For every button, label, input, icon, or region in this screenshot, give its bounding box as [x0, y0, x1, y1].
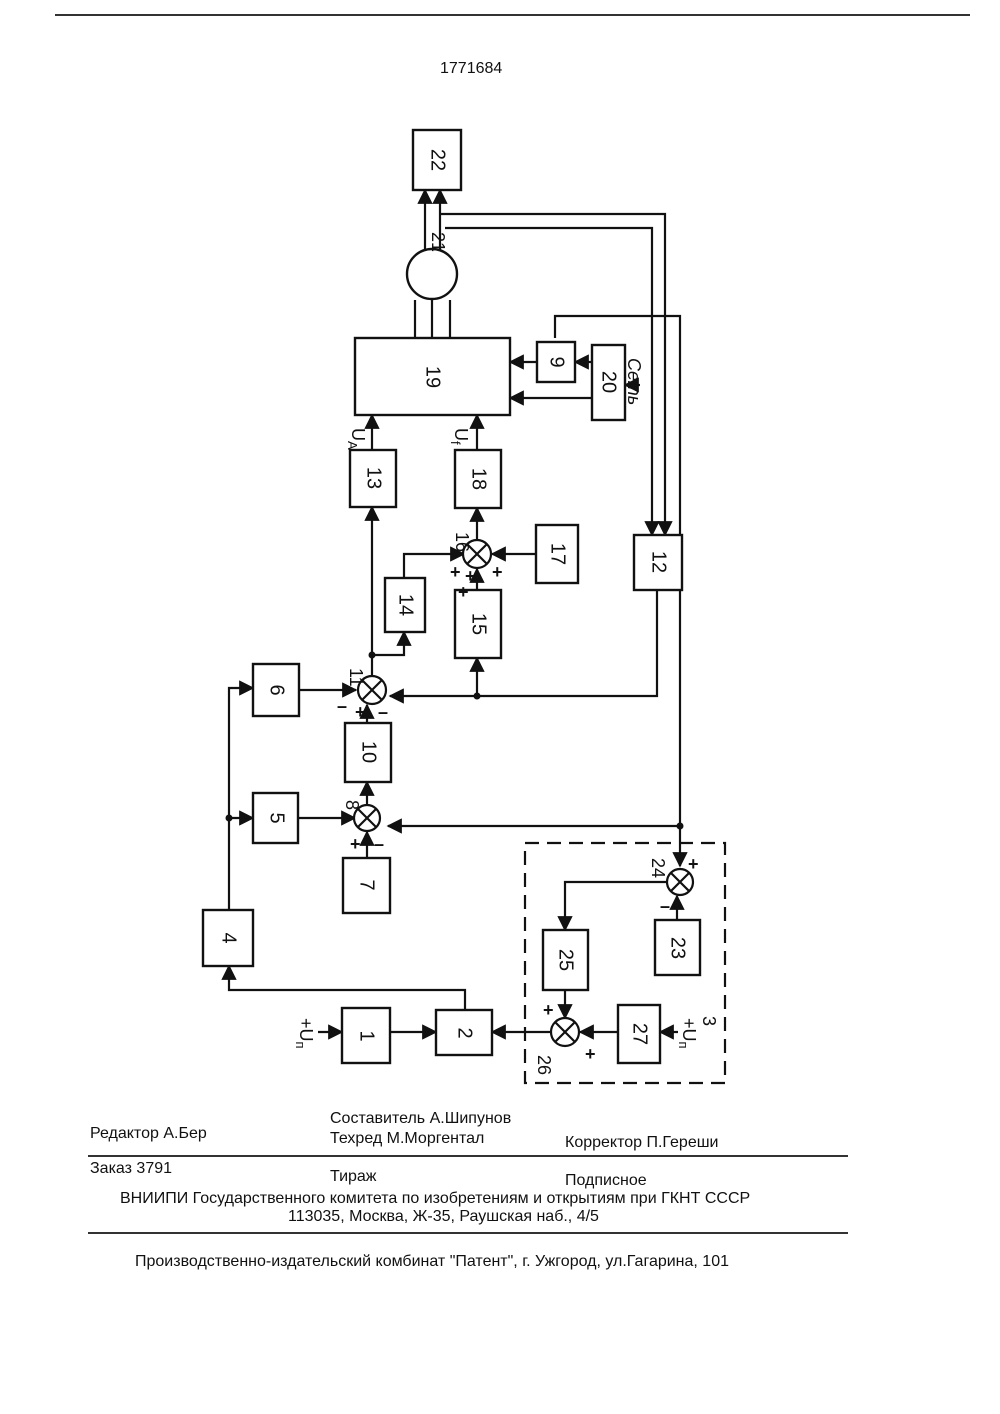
- svg-text:14: 14: [395, 594, 417, 616]
- svg-text:7: 7: [356, 879, 378, 890]
- corrector-credit: Корректор П.Гереши: [565, 1134, 719, 1152]
- sign-plus: +: [350, 834, 361, 854]
- editor-credit: Редактор А.Бер: [90, 1125, 207, 1143]
- svg-text:23: 23: [667, 937, 689, 959]
- sign-minus: –: [378, 702, 388, 722]
- wire-to-14: [372, 632, 404, 655]
- svg-text:1: 1: [356, 1030, 378, 1041]
- summer-8-label: 8: [342, 800, 362, 810]
- block-5: 5: [253, 793, 298, 843]
- svg-text:17: 17: [547, 543, 569, 565]
- junction-dot: [474, 693, 481, 700]
- signal-ua-label: UA: [345, 428, 368, 450]
- compiler-credit: Составитель А.Шипунов: [330, 1110, 511, 1128]
- block-25: 25: [543, 930, 588, 990]
- svg-text:4: 4: [218, 932, 240, 943]
- junction-dot: [369, 652, 376, 659]
- block-diagram: 1 2 4 5 6 7 10 13 14 15 17 18 19 9 20 12…: [0, 0, 1000, 1100]
- subscription-label: Подписное: [565, 1172, 647, 1190]
- summer-11-label: 11: [346, 668, 366, 687]
- mains-label: Сеть: [624, 358, 644, 405]
- svg-text:2: 2: [454, 1027, 476, 1038]
- svg-text:18: 18: [468, 468, 490, 490]
- sign-plus: +: [688, 854, 699, 874]
- svg-text:UA: UA: [345, 428, 368, 450]
- svg-text:+Uп: +Uп: [293, 1018, 316, 1049]
- motor-21-label: 21: [428, 232, 448, 252]
- wire-12-to-sum11: [390, 590, 657, 696]
- address-line: 113035, Москва, Ж-35, Раушская наб., 4/5: [288, 1208, 599, 1226]
- block-12: 12: [634, 535, 682, 590]
- order-number: Заказ 3791: [90, 1160, 172, 1178]
- svg-text:Uf: Uf: [448, 428, 471, 445]
- summer-26-label: 26: [534, 1055, 554, 1075]
- svg-text:20: 20: [598, 371, 620, 393]
- svg-text:+Uп: +Uп: [676, 1018, 699, 1049]
- sign-minus: –: [337, 696, 347, 716]
- footer-rule-2: [88, 1232, 848, 1234]
- sign-minus: –: [374, 834, 384, 854]
- sign-plus: +: [450, 562, 461, 582]
- block-23: 23: [655, 920, 700, 975]
- footer-rule-1: [88, 1155, 848, 1157]
- svg-text:25: 25: [555, 949, 577, 971]
- sign-plus: +: [355, 702, 366, 722]
- block-17: 17: [536, 525, 578, 583]
- supply-left-label: +Uп: [293, 1018, 316, 1049]
- block-7: 7: [343, 858, 390, 913]
- circulation-label: Тираж: [330, 1168, 377, 1186]
- svg-text:27: 27: [629, 1023, 651, 1045]
- sign-plus: +: [458, 582, 469, 602]
- block-13: 13: [350, 450, 396, 507]
- junction-dot: [677, 823, 684, 830]
- wire-2-to-4: [229, 966, 465, 1010]
- svg-text:12: 12: [648, 551, 670, 573]
- wire-sum24-to-25: [565, 882, 666, 930]
- block-6: 6: [253, 664, 299, 716]
- sign-plus: +: [585, 1044, 596, 1064]
- techred-credit: Техред М.Моргентал: [330, 1130, 484, 1148]
- svg-text:13: 13: [363, 467, 385, 489]
- svg-text:10: 10: [358, 741, 380, 763]
- block-4: 4: [203, 910, 253, 966]
- wire-4-to-6: [229, 688, 253, 910]
- block-20: 20: [592, 345, 625, 420]
- svg-text:6: 6: [266, 684, 288, 695]
- block-9: 9: [537, 342, 575, 382]
- group-3-label: 3: [699, 1016, 719, 1026]
- block-1: 1: [342, 1008, 390, 1063]
- sign-plus: +: [492, 562, 503, 582]
- block-18: 18: [455, 450, 501, 508]
- motor-21-icon: [407, 249, 457, 299]
- block-2: 2: [436, 1010, 492, 1055]
- block-22: 22: [413, 130, 461, 190]
- summer-26: [551, 1018, 579, 1046]
- signal-uf-label: Uf: [448, 428, 471, 445]
- svg-text:19: 19: [422, 366, 444, 388]
- org-line: ВНИИПИ Государственного комитета по изоб…: [120, 1190, 750, 1208]
- svg-text:22: 22: [427, 149, 449, 171]
- svg-text:15: 15: [468, 613, 490, 635]
- block-27: 27: [618, 1005, 660, 1063]
- block-10: 10: [345, 723, 391, 782]
- block-14: 14: [385, 578, 425, 632]
- svg-text:5: 5: [266, 812, 288, 823]
- summer-16-label: 16: [452, 532, 472, 552]
- svg-text:9: 9: [546, 356, 568, 367]
- summer-24-label: 24: [648, 858, 668, 878]
- publisher-line: Производственно-издательский комбинат "П…: [135, 1253, 729, 1271]
- block-19: 19: [355, 338, 510, 415]
- supply-right-label: +Uп: [676, 1018, 699, 1049]
- sign-minus: –: [660, 896, 670, 916]
- sign-plus: +: [543, 1000, 554, 1020]
- junction-dot: [226, 815, 233, 822]
